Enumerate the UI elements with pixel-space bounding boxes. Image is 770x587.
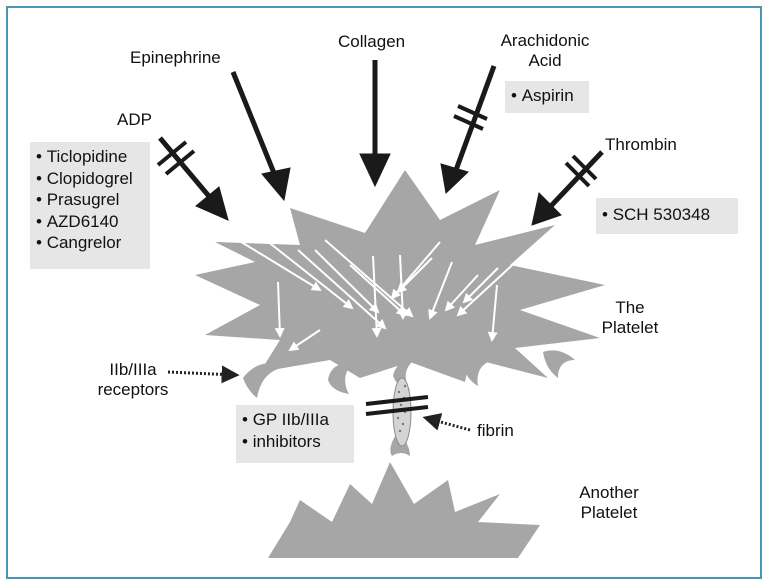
drug-item: Prasugrel bbox=[36, 189, 144, 211]
epinephrine-arrow bbox=[230, 71, 279, 179]
arachidonic-arrow bbox=[453, 65, 497, 171]
label-another-platelet-line1: Another bbox=[579, 483, 639, 502]
receptor-shape bbox=[543, 350, 575, 378]
receptor-shape bbox=[243, 363, 282, 398]
agonist-arrows bbox=[158, 60, 604, 226]
thrombin-arrowhead bbox=[531, 191, 562, 226]
label-the-platelet-line2: Platelet bbox=[601, 318, 659, 337]
thrombin-arrow bbox=[548, 150, 604, 209]
label-arachidonic-line2: Acid bbox=[528, 51, 562, 70]
epinephrine-arrowhead bbox=[261, 167, 291, 202]
label-arachidonic-line1: Arachidonic bbox=[500, 31, 590, 50]
label-epinephrine: Epinephrine bbox=[130, 48, 221, 67]
collagen-arrowhead bbox=[359, 153, 391, 188]
label-receptors: IIb/IIIa receptors bbox=[88, 360, 178, 400]
drug-item: Ticlopidine bbox=[36, 146, 144, 168]
signal-arrows bbox=[237, 236, 521, 352]
label-another-platelet: Another Platelet bbox=[566, 483, 652, 523]
label-the-platelet-line1: The bbox=[615, 298, 645, 317]
fibrin-pointer bbox=[422, 413, 471, 432]
fibrin-speckles bbox=[396, 384, 407, 433]
label-another-platelet-line2: Platelet bbox=[580, 503, 638, 522]
drug-item: GP IIb/IIIa bbox=[242, 409, 348, 431]
receptor-pointer bbox=[167, 365, 240, 384]
drug-item: Clopidogrel bbox=[36, 168, 144, 190]
label-adp: ADP bbox=[117, 110, 152, 129]
receptor-shape bbox=[328, 363, 352, 394]
label-thrombin: Thrombin bbox=[605, 135, 677, 154]
label-receptors-line2: receptors bbox=[97, 380, 169, 399]
label-collagen: Collagen bbox=[338, 32, 406, 51]
gp-inhibitor-box: GP IIb/IIIa inhibitors bbox=[236, 405, 354, 463]
pointer-arrows bbox=[167, 365, 471, 432]
label-arachidonic-acid: Arachidonic Acid bbox=[493, 31, 597, 71]
drug-item: inhibitors bbox=[242, 431, 348, 453]
label-receptors-line1: IIb/IIIa bbox=[109, 360, 157, 379]
drug-item: SCH 530348 bbox=[602, 204, 732, 226]
figure-frame bbox=[6, 6, 762, 579]
adp-arrowhead bbox=[195, 186, 229, 221]
adp-inhibitor-box: Ticlopidine Clopidogrel Prasugrel AZD614… bbox=[30, 142, 150, 269]
aspirin-box: Aspirin bbox=[505, 81, 589, 113]
thrombin-inhibitor-box: SCH 530348 bbox=[596, 198, 738, 234]
drug-item: Aspirin bbox=[511, 85, 583, 107]
adp-arrow bbox=[158, 136, 215, 203]
label-fibrin: fibrin bbox=[477, 421, 514, 440]
block-marks bbox=[156, 104, 598, 188]
another-platelet-body bbox=[268, 462, 540, 558]
receptor-shape bbox=[462, 357, 488, 386]
arachidonic-arrowhead bbox=[440, 163, 469, 195]
label-the-platelet: The Platelet bbox=[590, 298, 670, 338]
gp-block-marks bbox=[365, 395, 429, 416]
drug-item: AZD6140 bbox=[36, 211, 144, 233]
drug-item: Cangrelor bbox=[36, 232, 144, 254]
